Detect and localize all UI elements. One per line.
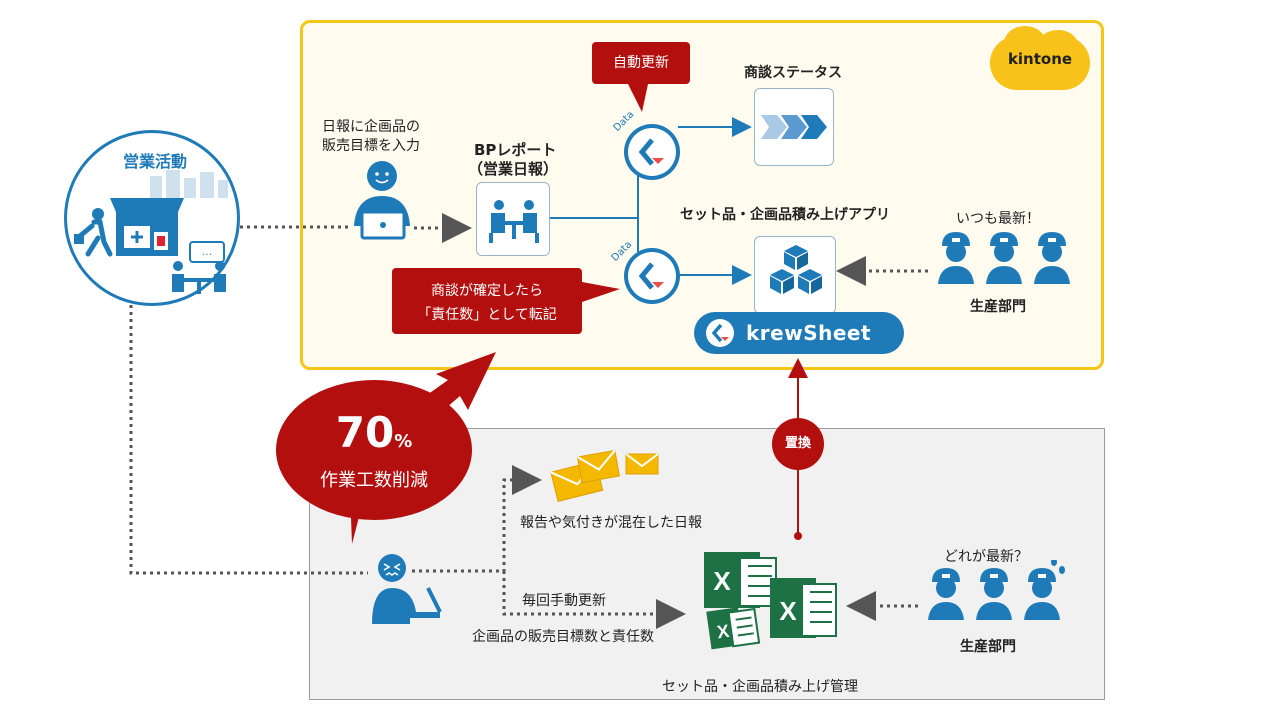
replace-badge: 置換 bbox=[772, 418, 824, 470]
reduction-bubble: 70% 作業工数削減 bbox=[276, 380, 472, 520]
bp-report-card[interactable] bbox=[476, 182, 550, 256]
which-latest-label: どれが最新？ bbox=[944, 549, 1028, 565]
set-app-title: セット品・企画品積み上げアプリ bbox=[680, 207, 890, 223]
daily-input-line1: 日報に企画品の bbox=[322, 119, 420, 135]
krew-icon bbox=[638, 138, 664, 166]
bp-report-title: BPレポート bbox=[474, 141, 557, 159]
production-top-label: 生産部門 bbox=[970, 299, 1026, 315]
bp-report-subtitle: （営業日報） bbox=[468, 160, 559, 178]
production-workers-confused-icon bbox=[928, 560, 1065, 620]
kintone-logo: kintone bbox=[990, 26, 1090, 90]
krewsheet-logo-text: krewSheet bbox=[746, 321, 872, 345]
krewsheet-logo: krewSheet bbox=[694, 312, 904, 354]
deal-status-card[interactable] bbox=[754, 88, 834, 166]
krew-icon bbox=[712, 324, 729, 342]
meeting-icon bbox=[489, 200, 539, 243]
reduction-label: 作業工数削減 bbox=[320, 470, 428, 491]
sales-activity-title: 営業活動 bbox=[122, 152, 187, 171]
deal-status-title: 商談ステータス bbox=[744, 65, 842, 81]
stressed-worker-icon bbox=[372, 554, 442, 624]
kintone-logo-text: kintone bbox=[1007, 50, 1073, 68]
worker-laptop-icon bbox=[354, 161, 410, 240]
deal-confirm-callout: 商談が確定したら 「責任数」として転記 bbox=[392, 268, 582, 334]
set-manage-label: セット品・企画品積み上げ管理 bbox=[662, 679, 858, 695]
deal-confirm-line2: 「責任数」として転記 bbox=[417, 307, 557, 323]
mixed-reports-label: 報告や気付きが混在した日報 bbox=[520, 515, 702, 531]
mail-envelopes-icon bbox=[550, 449, 659, 502]
sales-target-label: 企画品の販売目標数と責任数 bbox=[472, 629, 654, 645]
deal-confirm-line1: 商談が確定したら bbox=[431, 283, 543, 299]
manual-update-label: 毎回手動更新 bbox=[522, 593, 606, 609]
svg-text:…: … bbox=[202, 247, 212, 258]
auto-update-tail bbox=[628, 84, 648, 112]
data-badge-top bbox=[624, 124, 680, 180]
always-latest-label: いつも最新！ bbox=[956, 211, 1040, 227]
reduction-value: 70 bbox=[335, 408, 395, 457]
dotted-sales-to-legacy bbox=[129, 305, 368, 575]
daily-input-line2: 販売目標を入力 bbox=[322, 138, 420, 154]
reduction-unit: % bbox=[394, 431, 413, 452]
production-workers-icon bbox=[938, 232, 1070, 284]
boxes-icon bbox=[770, 245, 822, 294]
deal-confirm-tail bbox=[582, 282, 620, 302]
excel-files-icon: X X X bbox=[704, 552, 837, 650]
svg-text:X: X bbox=[716, 621, 731, 642]
data-badge-bottom bbox=[624, 248, 680, 304]
set-app-card[interactable] bbox=[754, 236, 836, 314]
svg-text:X: X bbox=[779, 596, 797, 626]
production-bottom-label: 生産部門 bbox=[960, 639, 1016, 655]
status-chevrons-icon bbox=[761, 115, 827, 139]
sales-activity-illustration: … bbox=[74, 170, 228, 294]
auto-update-callout: 自動更新 bbox=[592, 42, 690, 84]
krew-icon bbox=[638, 262, 664, 290]
svg-text:X: X bbox=[713, 566, 731, 596]
